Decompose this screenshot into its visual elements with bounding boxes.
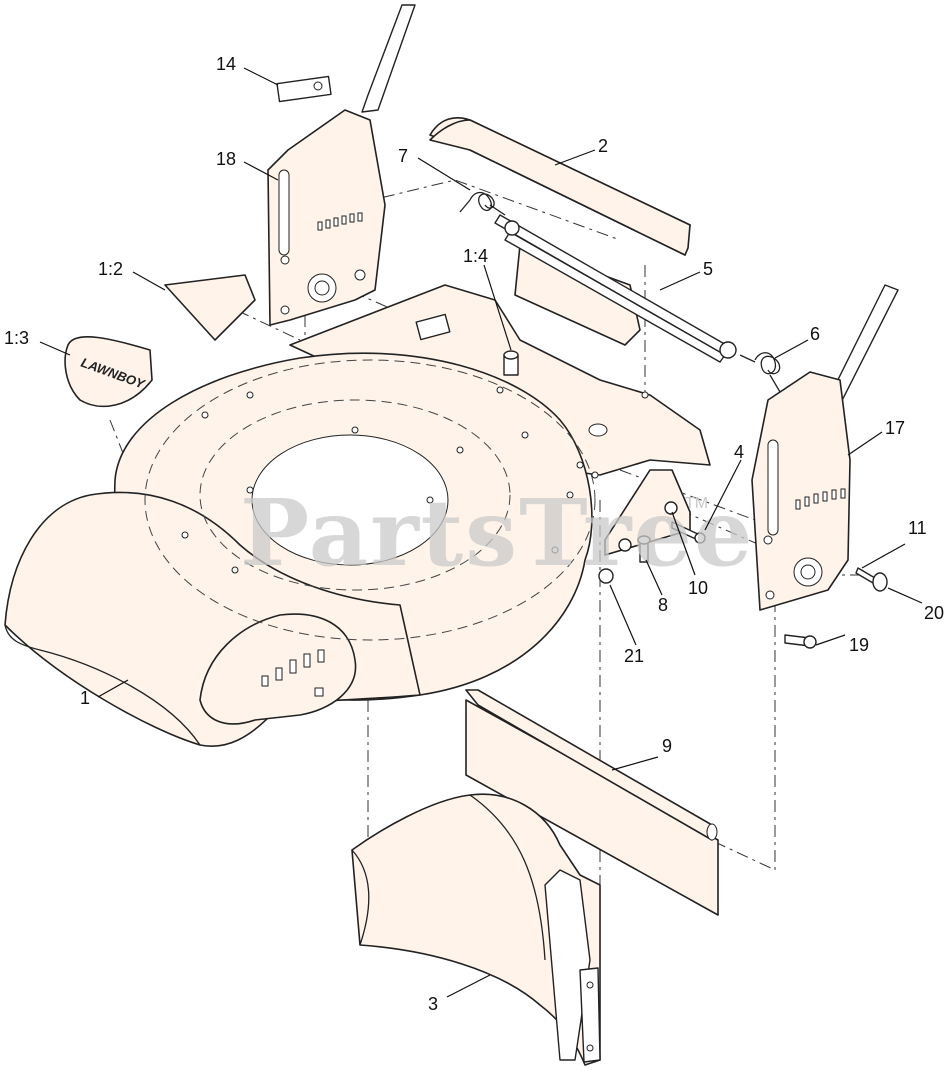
spring-right [739, 352, 781, 393]
callout-8: 8 [658, 595, 668, 615]
callout-21: 21 [624, 646, 644, 666]
decal-1-2 [164, 274, 256, 341]
left-handle-bracket [267, 4, 416, 326]
rear-cover [429, 117, 691, 346]
notch-row-right [795, 488, 846, 510]
height-adjust-rod [494, 214, 737, 363]
callout-14: 14 [216, 54, 236, 74]
vent-slots [261, 649, 325, 697]
notch-row [317, 212, 363, 231]
spring-left [459, 191, 506, 216]
callout-4: 4 [734, 442, 744, 462]
callout-1: 1 [80, 688, 90, 708]
callout-1-2: 1:2 [98, 259, 123, 279]
watermark: PartsTree TM [240, 479, 754, 587]
callout-9: 9 [662, 736, 672, 756]
callout-11: 11 [908, 518, 927, 538]
callout-3: 3 [428, 994, 438, 1014]
decal-14 [276, 75, 332, 103]
watermark-text: PartsTree [240, 479, 754, 587]
decal-1-3: LAWNBOY [64, 336, 153, 408]
callout-17: 17 [885, 418, 905, 438]
hardware [503, 350, 888, 649]
leader-lines [39, 67, 923, 998]
callout-1-4: 1:4 [463, 246, 488, 266]
rear-baffle [465, 689, 719, 916]
callout-2: 2 [598, 136, 608, 156]
callout-1-3: 1:3 [4, 328, 29, 348]
callout-20: 20 [924, 603, 944, 623]
callout-5: 5 [703, 259, 713, 279]
callout-6: 6 [810, 324, 820, 344]
callout-18: 18 [216, 149, 236, 169]
callout-7: 7 [398, 146, 408, 166]
right-handle-bracket [751, 284, 899, 611]
callout-10: 10 [688, 578, 708, 598]
callout-19: 19 [849, 635, 869, 655]
discharge-chute [351, 793, 601, 1066]
callout-labels: 14 18 7 2 1:4 1:2 5 1:3 6 17 4 11 10 8 2… [4, 54, 944, 1014]
mower-deck [4, 284, 711, 747]
watermark-trademark: TM [685, 495, 708, 512]
